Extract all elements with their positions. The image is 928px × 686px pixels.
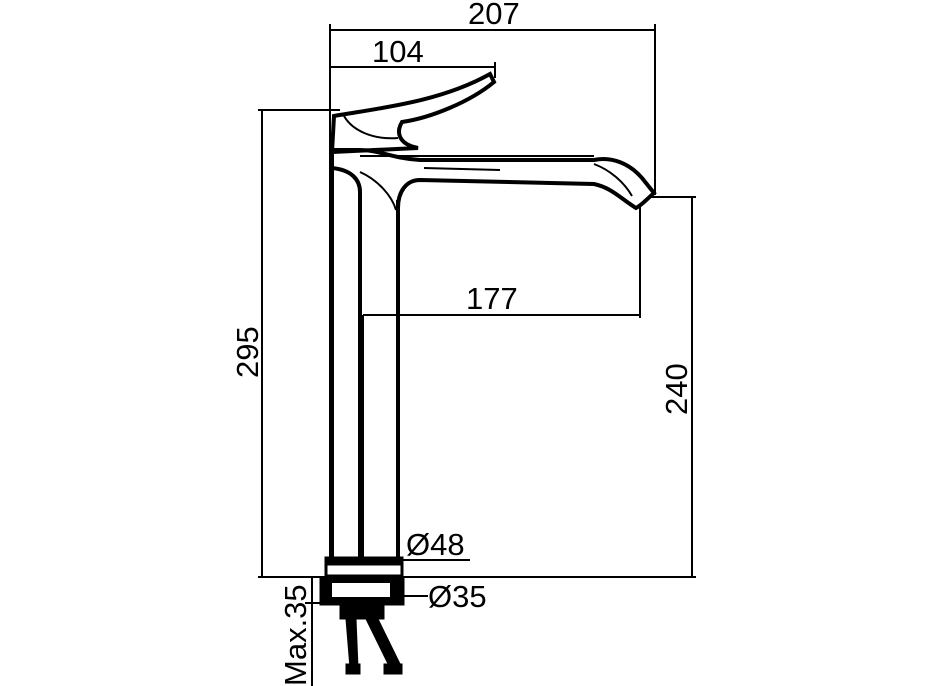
spout xyxy=(330,148,657,562)
dimension-max35: Max.35 xyxy=(278,577,340,686)
dimension-d48: Ø48 xyxy=(400,527,470,562)
dimension-d35: Ø35 xyxy=(398,579,487,614)
lever-handle xyxy=(329,71,497,155)
dimension-177: 177 xyxy=(362,205,641,560)
dim-label-240: 240 xyxy=(659,363,694,415)
dim-label-d35: Ø35 xyxy=(428,579,487,614)
dim-label-295: 295 xyxy=(230,326,265,378)
dim-label-177: 177 xyxy=(466,281,518,316)
dimension-240: 240 xyxy=(400,196,696,578)
dim-label-104: 104 xyxy=(372,34,424,69)
dim-label-207: 207 xyxy=(468,0,520,31)
dim-label-max35: Max.35 xyxy=(278,584,313,686)
faucet-body xyxy=(319,71,657,675)
supply-hose-left xyxy=(345,618,359,669)
dim-label-d48: Ø48 xyxy=(406,527,465,562)
dimension-295: 295 xyxy=(230,109,340,578)
dimension-104: 104 xyxy=(330,34,496,78)
